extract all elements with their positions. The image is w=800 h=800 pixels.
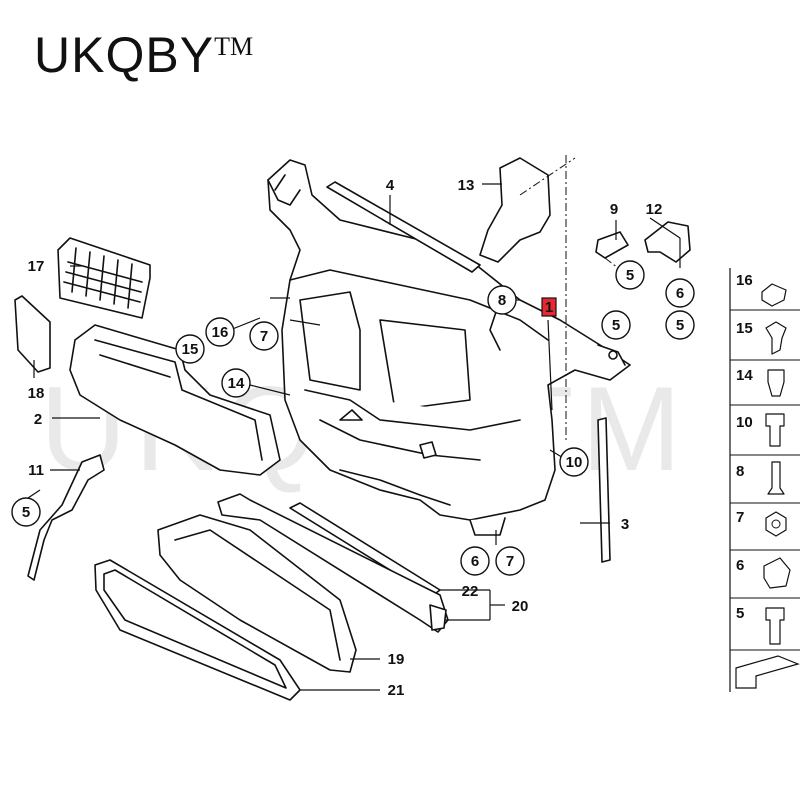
callout-5c: 5 <box>612 317 620 334</box>
spring-clip-icon <box>761 283 787 307</box>
callout-14: 14 <box>228 375 245 392</box>
brand-name: UKQBY <box>34 27 215 83</box>
legend-label-10: 10 <box>736 414 753 431</box>
air-guide-part-19 <box>157 514 357 673</box>
grille-part-17 <box>57 237 151 319</box>
callout-6b: 6 <box>471 553 479 570</box>
lower-trim-part-20 <box>217 493 449 633</box>
legend-label-14: 14 <box>736 367 753 384</box>
brand-logo: UKQBYTM <box>34 30 253 80</box>
rivet-icon <box>767 461 785 495</box>
callout-7b: 7 <box>506 553 514 570</box>
callout-8: 8 <box>498 292 506 309</box>
callout-12: 12 <box>646 201 663 218</box>
callout-21: 21 <box>388 682 405 699</box>
callout-4: 4 <box>386 177 395 194</box>
screw-icon-5 <box>765 607 785 645</box>
bolt-icon <box>765 413 785 447</box>
callout-11: 11 <box>28 462 44 479</box>
callout-9: 9 <box>610 201 618 218</box>
bracket-part-11 <box>27 454 105 581</box>
front-carrier-part <box>267 159 631 536</box>
callout-13: 13 <box>458 177 475 194</box>
highlight-marker <box>541 297 557 317</box>
callout-20: 20 <box>512 598 529 615</box>
callout-18: 18 <box>28 385 45 402</box>
fastener-legend: 16 15 14 10 8 7 6 5 <box>729 268 800 692</box>
legend-label-6: 6 <box>736 557 744 574</box>
callout-5b: 5 <box>676 317 684 334</box>
trademark-mark: TM <box>214 32 254 61</box>
callout-3: 3 <box>621 516 629 533</box>
callout-15: 15 <box>182 341 199 358</box>
callout-1: 1 <box>545 299 553 316</box>
legend-label-16: 16 <box>736 272 753 289</box>
callout-7a: 7 <box>260 328 268 345</box>
legend-label-15: 15 <box>736 320 753 337</box>
seal-strip-part <box>326 181 481 273</box>
callout-16: 16 <box>212 324 229 341</box>
callout-5a: 5 <box>626 267 634 284</box>
expanding-rivet-icon <box>767 369 785 397</box>
callout-19: 19 <box>388 651 405 668</box>
callout-5d: 5 <box>22 504 30 521</box>
bracket-part-13 <box>479 157 551 263</box>
bracket-part-12 <box>644 221 691 263</box>
dash-dot-lines <box>519 155 619 440</box>
callout-10: 10 <box>566 454 583 471</box>
callout-6a: 6 <box>676 285 684 302</box>
clip-nut-icon <box>763 557 791 589</box>
legend-label-7: 7 <box>736 509 744 526</box>
callout-22: 22 <box>462 583 479 600</box>
panel-part-18 <box>14 295 51 373</box>
screw-icon-15 <box>765 321 787 355</box>
bracket-part-9 <box>595 231 629 259</box>
frame-part-21 <box>94 559 301 701</box>
seal-part-3 <box>597 417 611 563</box>
legend-label-8: 8 <box>736 463 744 480</box>
callout-circles <box>11 260 695 576</box>
callout-17: 17 <box>28 258 45 275</box>
flat-arrow-icon <box>735 655 800 689</box>
legend-label-5: 5 <box>736 605 744 622</box>
callout-2: 2 <box>34 411 42 428</box>
